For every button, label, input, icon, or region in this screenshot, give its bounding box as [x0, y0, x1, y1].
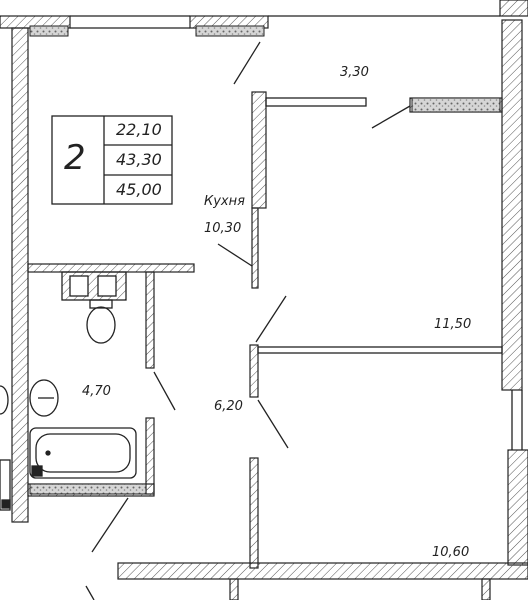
panel-balcony — [411, 97, 501, 113]
toilet-bowl — [86, 306, 116, 344]
wall-right-lower — [507, 449, 528, 566]
wall-bottom-partition-1 — [229, 578, 239, 600]
wall-hall-vertical — [249, 344, 259, 398]
area-living: 22,10 — [116, 120, 162, 139]
wall-kitchen-partition-thin — [251, 207, 259, 289]
balcony-window — [265, 97, 367, 107]
kitchen-area: 10,30 — [204, 221, 242, 236]
wall-bottom-partition-2 — [481, 578, 491, 600]
wall-bottom — [117, 562, 528, 580]
wall-bath-top — [27, 263, 195, 273]
wall-bath-right-lower — [145, 417, 155, 495]
hall-area: 6,20 — [214, 399, 243, 414]
area-total-1: 43,30 — [116, 150, 162, 169]
wall-bath-right — [145, 271, 155, 369]
room2-area: 10,60 — [432, 545, 470, 560]
panel-top-left — [29, 25, 69, 37]
apartment-info-box — [51, 115, 173, 205]
rooms-count: 2 — [64, 138, 86, 178]
room-divider — [257, 346, 503, 354]
wall-right-outer — [501, 19, 523, 391]
wall-hall-vertical-lower — [249, 457, 259, 569]
bath-area: 4,70 — [82, 384, 111, 399]
wall-top-right — [499, 0, 528, 17]
balcony-area: 3,30 — [340, 65, 369, 80]
panel-bath-bottom — [29, 483, 147, 495]
area-total-2: 45,00 — [116, 180, 162, 199]
kitchen-name: Кухня — [204, 194, 245, 209]
bathtub — [29, 427, 137, 479]
wall-kitchen-partition — [251, 91, 267, 209]
sink — [29, 379, 59, 417]
wall-left-outer — [11, 27, 29, 523]
panel-top-middle — [195, 25, 265, 37]
room1-area: 11,50 — [434, 317, 472, 332]
